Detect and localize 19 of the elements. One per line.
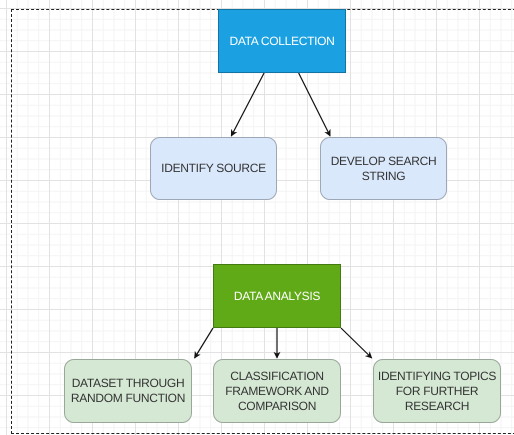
box-label: DATA COLLECTION xyxy=(229,34,335,48)
box-label: DATA ANALYSIS xyxy=(234,288,320,304)
box-label: IDENTIFY SOURCE xyxy=(161,161,266,176)
task-box xyxy=(64,359,192,423)
box-label: CLASSIFICATION FRAMEWORK AND COMPARISON xyxy=(224,368,330,414)
arrow xyxy=(340,328,372,358)
stage-box xyxy=(213,264,341,328)
stage-box xyxy=(218,9,346,73)
box-label: IDENTIFYING TOPICS FOR FURTHER RESEARCH xyxy=(377,368,497,414)
task-box xyxy=(213,359,341,423)
box-label: DATASET THROUGH RANDOM FUNCTION xyxy=(70,376,186,406)
arrow xyxy=(194,328,214,359)
arrow xyxy=(274,328,280,359)
task-box xyxy=(373,359,501,423)
box-label: DEVELOP SEARCH STRING xyxy=(330,154,438,184)
task-box xyxy=(150,137,277,200)
arrow xyxy=(298,72,331,137)
task-box xyxy=(320,137,447,200)
arrow xyxy=(230,72,265,137)
